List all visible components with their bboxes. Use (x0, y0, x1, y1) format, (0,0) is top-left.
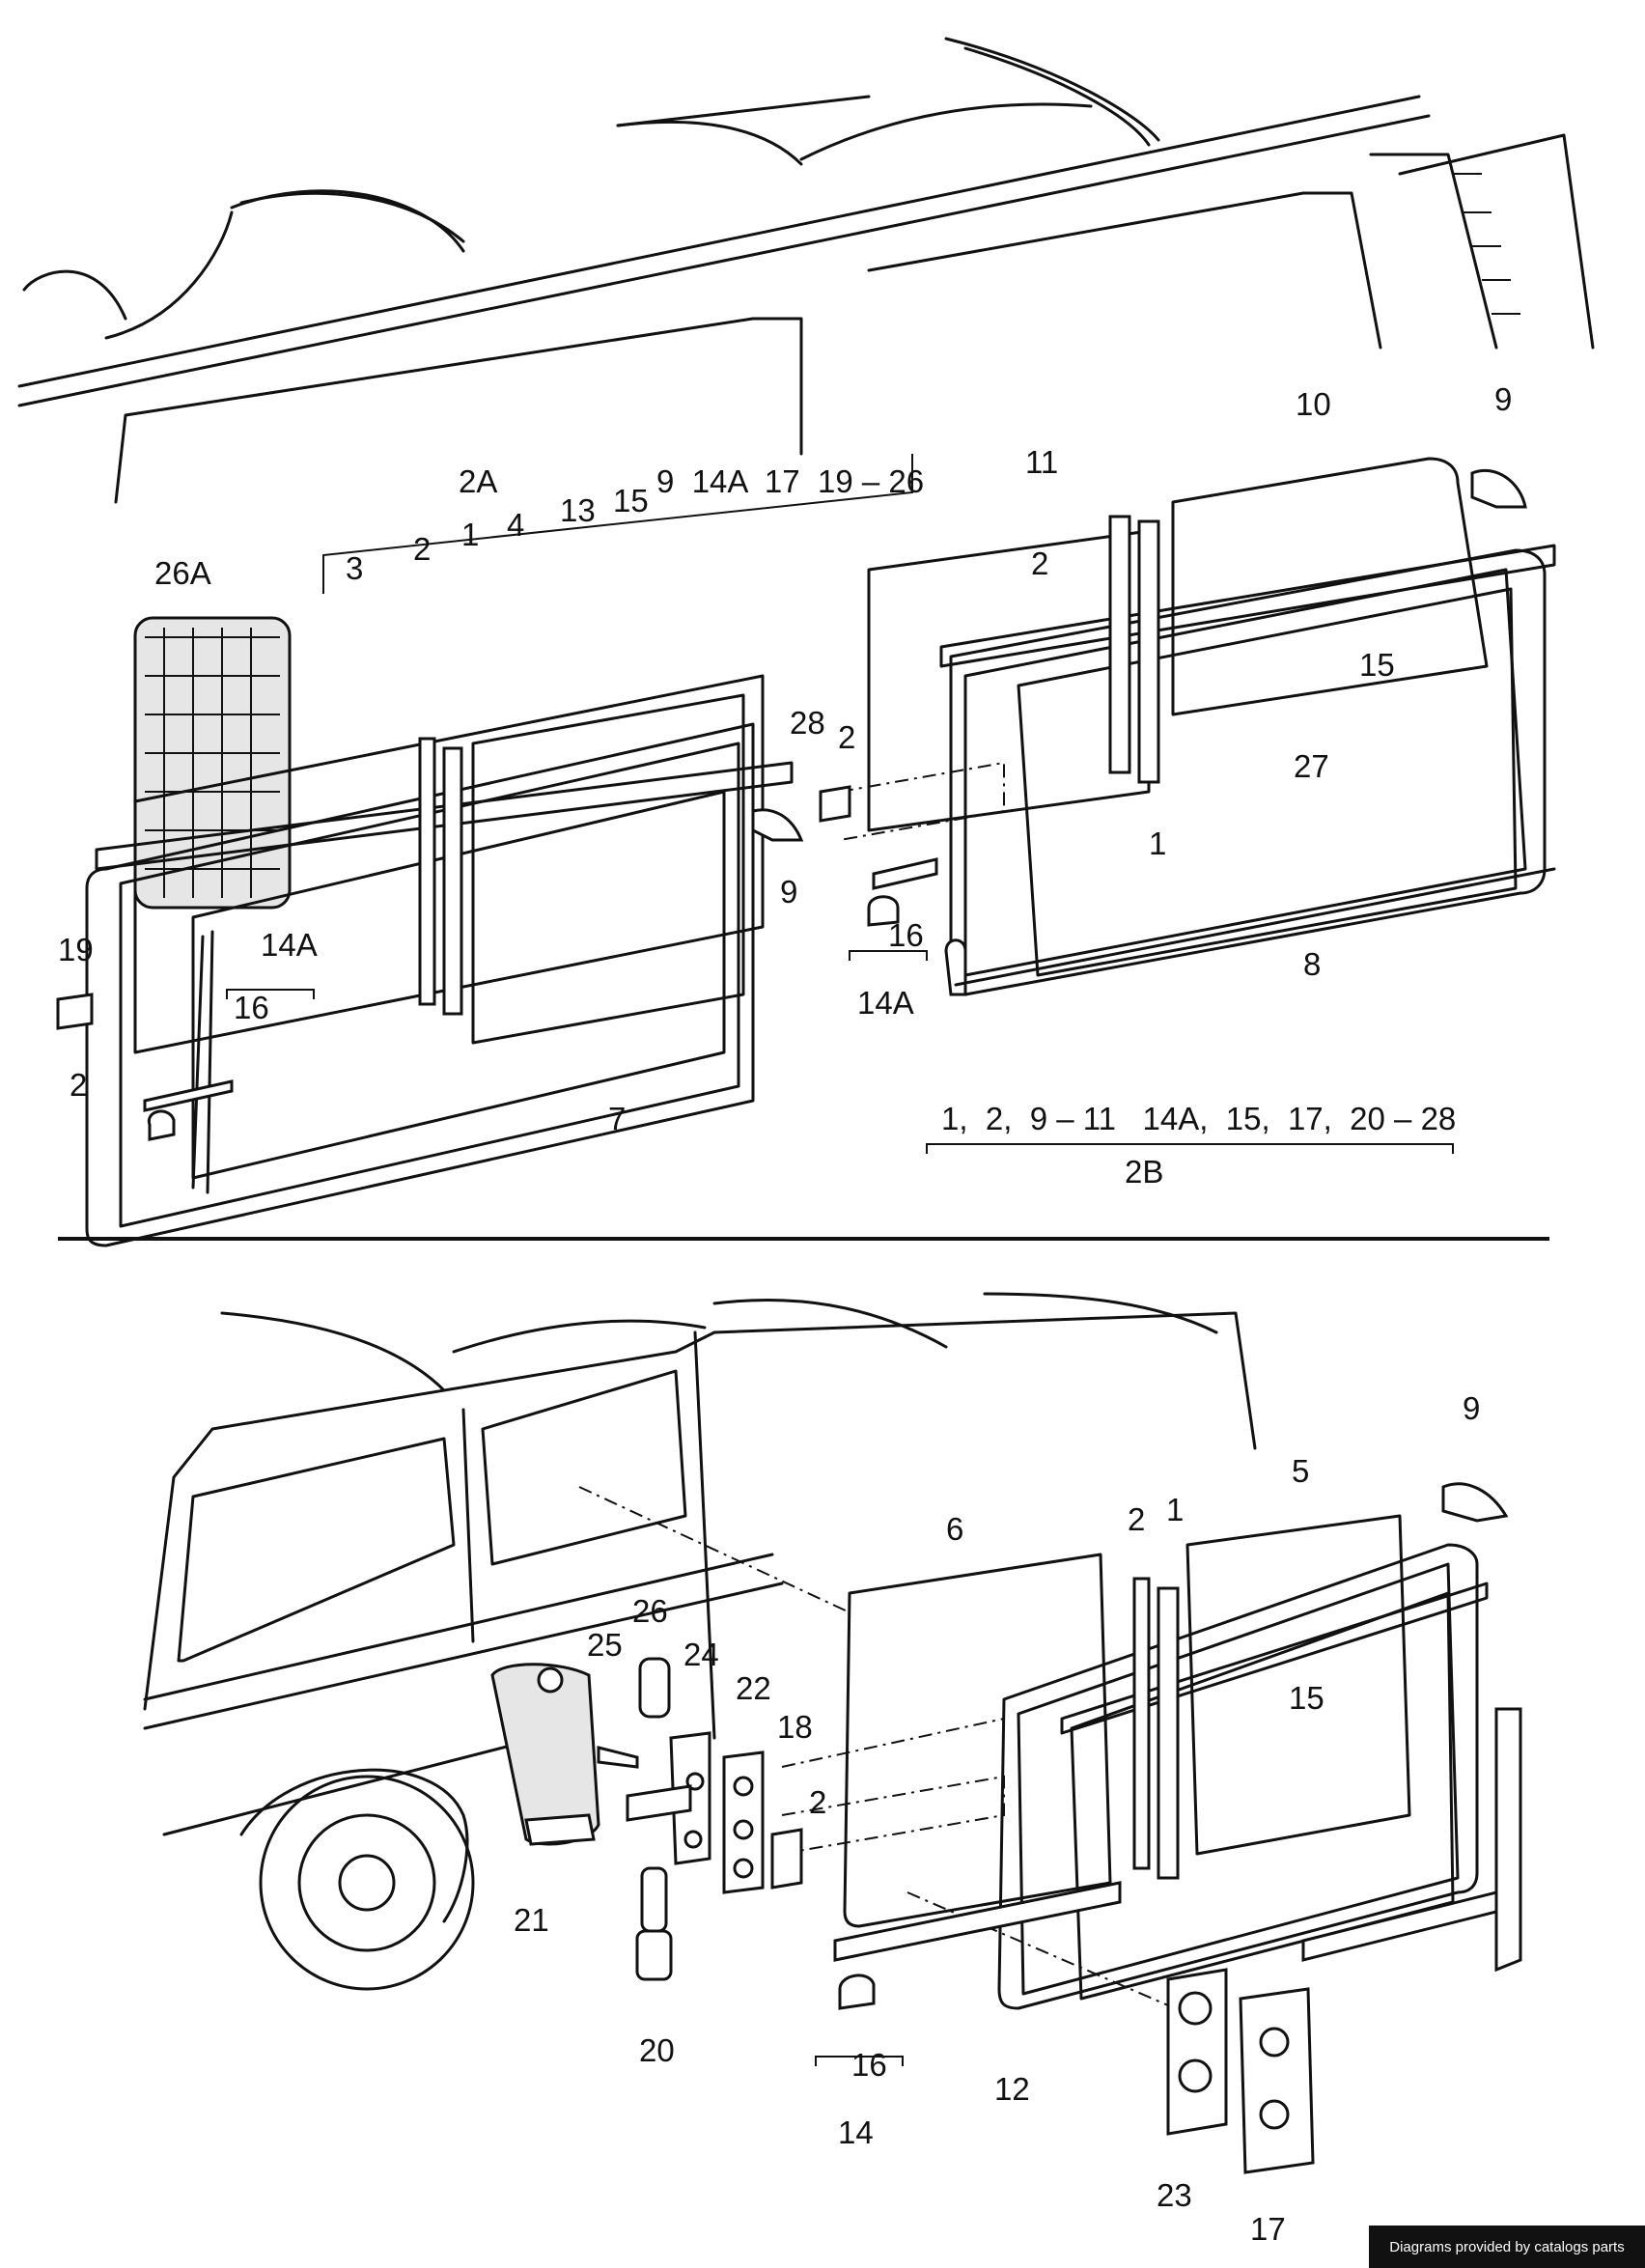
left-window-assembly (56, 674, 804, 1247)
callout-label: 27 (1294, 748, 1329, 784)
callout-labels-bottom: 9 5 6 2 1 26 25 24 22 18 2 15 21 20 16 1… (514, 1390, 1480, 2247)
callout-label: 10 (1296, 386, 1331, 422)
callout-label: 19 (58, 932, 94, 967)
callout-label: 26A (154, 555, 211, 591)
diagram-credit: Diagrams provided by catalogs parts (1369, 2226, 1645, 2268)
callout-labels-top: 2A 2 1 4 13 15 9 14A 17 19 – 26 3 26A 28… (58, 381, 1512, 1190)
group-brackets (226, 454, 1454, 2066)
latch-hardware (490, 1657, 765, 1981)
callout-label: 8 (1303, 946, 1321, 982)
callout-label: 26 (632, 1593, 668, 1629)
callout-label: 17 (1250, 2211, 1286, 2247)
callout-label: 18 (777, 1709, 813, 1745)
callout-label: 2 (70, 1067, 87, 1103)
callout-label: 15 (1289, 1680, 1324, 1716)
callout-label: 9 (780, 874, 797, 910)
callout-label: 15 (613, 483, 649, 518)
callout-label: 16 (851, 2047, 887, 2083)
callout-label: 28 (790, 705, 825, 741)
callout-label: 12 (994, 2071, 1030, 2107)
callout-label: 24 (683, 1637, 719, 1672)
callout-label: 11 (1025, 444, 1058, 480)
callout-label: 7 (608, 1101, 626, 1136)
callout-label: 20 (639, 2032, 675, 2068)
callout-label: 15 (1359, 647, 1395, 683)
callout-label: 2 (1031, 546, 1048, 581)
callout-label: 1 (461, 517, 479, 552)
callout-label: 2 (809, 1784, 826, 1820)
bottom-window-assembly (578, 1482, 1522, 2174)
callout-label: 14A (261, 927, 318, 963)
callout-label: 2 (838, 719, 855, 755)
callout-label: 1, 2, 9 – 11 14A, 15, 17, 20 – 28 (941, 1101, 1456, 1136)
callout-label: 23 (1157, 2177, 1192, 2213)
callout-label: 9 (1494, 381, 1512, 417)
right-window-assembly (819, 457, 1556, 996)
callout-label: 22 (736, 1670, 771, 1706)
van-body-bottom (143, 1292, 1257, 1991)
callout-label: 14A (857, 985, 914, 1021)
callout-label: 13 (560, 492, 596, 528)
callout-label: 4 (507, 507, 524, 543)
callout-label: 5 (1292, 1453, 1309, 1489)
callout-label: 16 (234, 990, 269, 1025)
callout-label: 2A (459, 463, 497, 499)
callout-label: 21 (514, 1902, 549, 1938)
callout-label: 1 (1166, 1492, 1184, 1527)
callout-label: 2B (1125, 1154, 1163, 1190)
callout-label: 14 (838, 2114, 874, 2150)
van-body-top (17, 37, 1595, 504)
callout-label: 2 (413, 531, 431, 567)
callout-label: 9 (1463, 1390, 1480, 1426)
callout-label: 6 (946, 1511, 963, 1547)
callout-label: 9 14A 17 19 – 26 (656, 463, 924, 499)
callout-label: 25 (587, 1627, 623, 1663)
callout-label: 16 (888, 917, 924, 953)
callout-label: 3 (346, 550, 363, 586)
callout-label: 2 (1128, 1501, 1145, 1537)
callout-label: 1 (1149, 826, 1166, 861)
